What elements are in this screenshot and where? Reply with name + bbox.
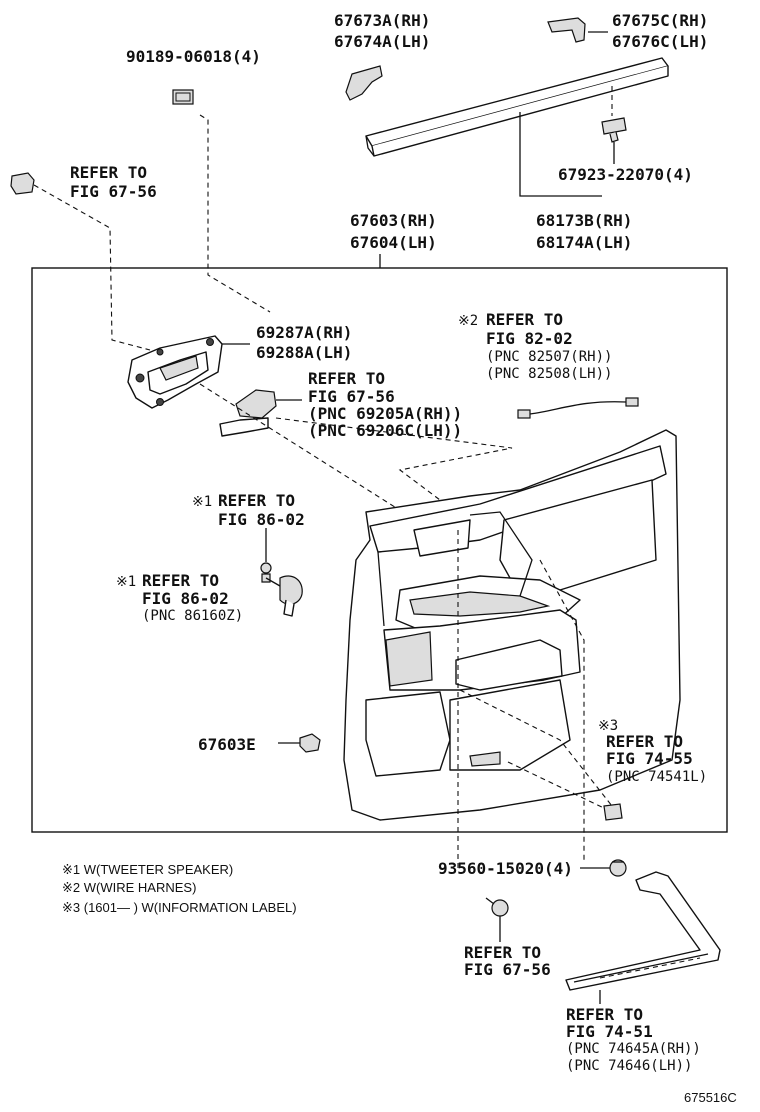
garnish-74645a[interactable] (565, 871, 721, 991)
label-67673a: 67673A(RH) (334, 11, 430, 30)
leader-screw-93560-right (539, 559, 585, 860)
label-67603: 67603(RH) (350, 211, 437, 230)
leader-90189 (199, 114, 271, 313)
label-ref-67-56-b1: REFER TO (308, 369, 385, 388)
label-ref-67-56-c2: FIG 67-56 (464, 960, 551, 979)
label-ref-74-51-3: (PNC 74645A(RH)) (566, 1041, 701, 1057)
leader-pull-handle-door (275, 417, 569, 597)
weatherstrip-68173b[interactable] (365, 57, 669, 157)
note-wire-harness: ※2 W(WIRE HARNES) (62, 880, 196, 895)
door-trim-panel-67603[interactable] (343, 429, 681, 821)
information-label-74541l[interactable] (603, 803, 623, 821)
label-67676c: 67676C(LH) (612, 32, 708, 51)
clip-67923[interactable] (601, 117, 627, 143)
bracket-67673a[interactable] (345, 65, 383, 101)
tweeter-86160z[interactable] (279, 575, 303, 617)
note-information-label: ※3 (1601— ) W(INFORMATION LABEL) (62, 900, 297, 915)
label-ref-86-02-a1: REFER TO (218, 491, 295, 510)
label-ref-86-02-b-mark: ※1 (116, 574, 136, 590)
leader-tweeter (265, 577, 281, 587)
label-67675c: 67675C(RH) (612, 11, 708, 30)
label-90189: 90189-06018(4) (126, 47, 261, 66)
clip-refer-67-56[interactable] (10, 172, 35, 195)
note-tweeter: ※1 W(TWEETER SPEAKER) (62, 862, 233, 877)
label-ref-82-02-mark: ※2 (458, 313, 478, 329)
tweeter-clip-86-02[interactable] (260, 562, 272, 583)
label-ref-86-02-b1: REFER TO (142, 571, 219, 590)
label-ref-74-51-4: (PNC 74646(LH)) (566, 1058, 692, 1074)
wire-harness-82507[interactable] (517, 397, 639, 419)
label-ref-86-02-a2: FIG 86-02 (218, 510, 305, 529)
label-ref-86-02-a-mark: ※1 (192, 494, 212, 510)
label-ref-74-55-3: (PNC 74541L) (606, 769, 707, 785)
clip-67603e[interactable] (299, 733, 321, 753)
leader-label-74541l (459, 689, 613, 807)
label-67923: 67923-22070(4) (558, 165, 693, 184)
label-ref-74-55-2: FIG 74-55 (606, 749, 693, 768)
label-67603e: 67603E (198, 735, 256, 754)
label-ref-74-55-mark: ※3 (598, 718, 618, 734)
label-ref-74-55-1: REFER TO (606, 732, 683, 751)
label-ref-67-56-c1: REFER TO (464, 943, 541, 962)
label-67674a: 67674A(LH) (334, 32, 430, 51)
label-ref-82-02-3: (PNC 82507(RH)) (486, 349, 612, 365)
label-ref-67-56-b2: FIG 67-56 (308, 387, 395, 406)
label-ref-86-02-b2: FIG 86-02 (142, 589, 229, 608)
label-ref-67-56-b3: (PNC 69205A(RH)) (308, 404, 462, 423)
label-ref-67-56-b4: (PNC 69206C(LH)) (308, 421, 462, 440)
label-ref-82-02-4: (PNC 82508(LH)) (486, 366, 612, 382)
screw-93560-left[interactable] (485, 897, 509, 917)
label-69287a: 69287A(RH) (256, 323, 352, 342)
label-ref-74-51-2: FIG 74-51 (566, 1022, 653, 1041)
inner-handle-69287a[interactable] (127, 335, 223, 409)
pull-handle-refer-67-56[interactable] (219, 389, 277, 437)
label-ref-82-02-1: REFER TO (486, 310, 563, 329)
leader-68173b (519, 112, 602, 197)
clip-90189[interactable] (172, 89, 194, 105)
label-refer-67-56-a2: FIG 67-56 (70, 182, 157, 201)
label-ref-74-51-1: REFER TO (566, 1005, 643, 1024)
label-67604: 67604(LH) (350, 233, 437, 252)
leader-label-lower (507, 761, 609, 811)
label-93560: 93560-15020(4) (438, 859, 573, 878)
leader-clip-67-56 (33, 184, 151, 351)
bracket-67675c[interactable] (547, 17, 586, 43)
screw-93560-right[interactable] (609, 859, 627, 877)
label-ref-82-02-2: FIG 82-02 (486, 329, 573, 348)
label-68173b: 68173B(RH) (536, 211, 632, 230)
figure-id: 675516C (684, 1090, 737, 1105)
label-ref-86-02-b3: (PNC 86160Z) (142, 608, 243, 624)
label-69288a: 69288A(LH) (256, 343, 352, 362)
label-refer-67-56-a1: REFER TO (70, 163, 147, 182)
label-68174a: 68174A(LH) (536, 233, 632, 252)
